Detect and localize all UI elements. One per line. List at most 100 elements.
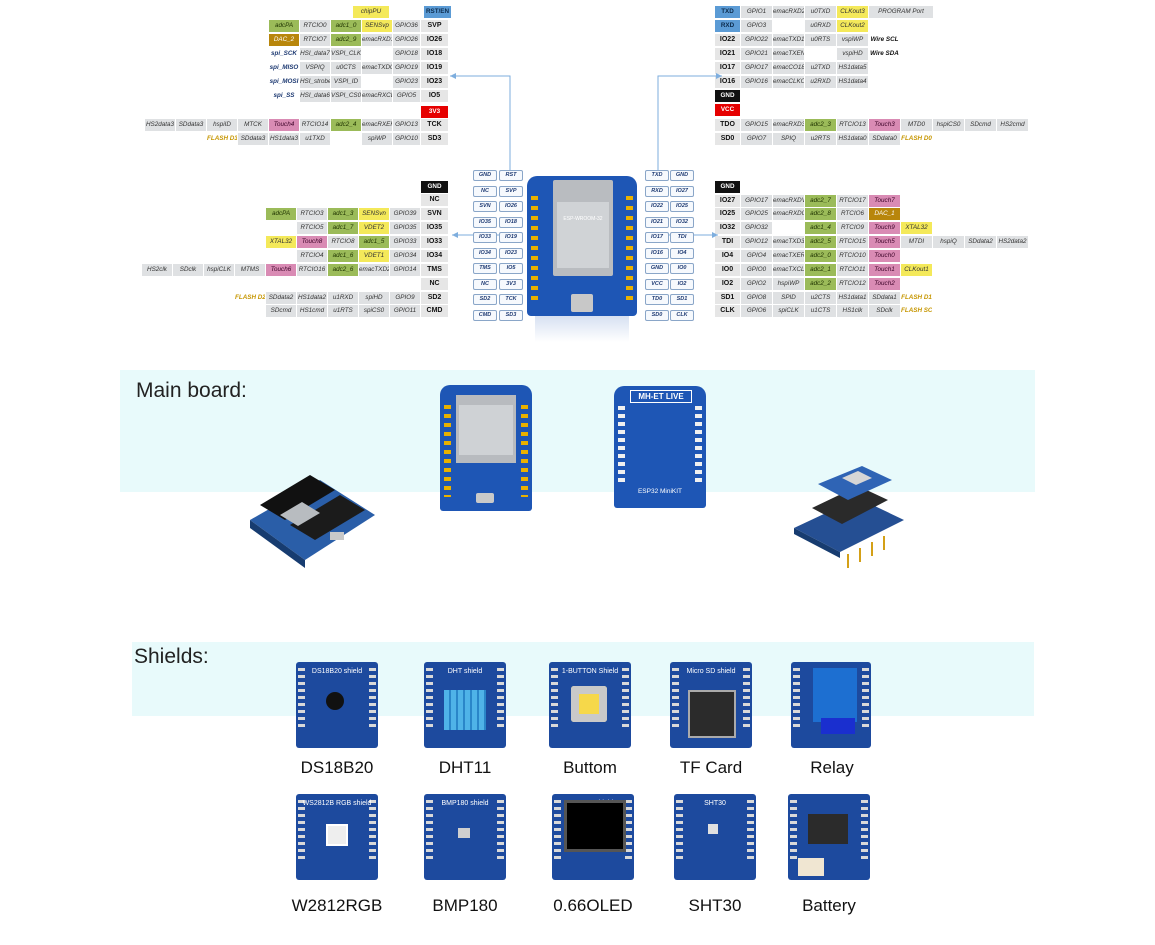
pin-func: u2TXD — [805, 62, 836, 74]
pin-func — [300, 106, 330, 118]
pin-row: NC — [421, 278, 449, 290]
board-pin: SD1 — [670, 294, 694, 305]
pin-func: HS1data0 — [837, 133, 868, 145]
shields-title: Shields: — [134, 645, 209, 668]
pin-func: RTCIO14 — [300, 119, 330, 131]
shield-label: Relay — [810, 758, 854, 777]
pin-func: RTCIO5 — [297, 222, 327, 234]
board-pin: NC — [473, 278, 497, 290]
shield-board: DHT shield — [424, 662, 506, 748]
board-pin: TD0 — [645, 294, 669, 305]
board-pin: IO32 — [670, 216, 694, 228]
pin-func: vspiWP — [837, 34, 868, 46]
pin-func: u2RXD — [805, 76, 836, 88]
pin-func: spi_SCK — [271, 50, 297, 57]
pin-func: RTCIO17 — [837, 195, 868, 207]
pin-func: adc1_5 — [359, 236, 389, 248]
pin-func: HS2data2 — [997, 236, 1028, 248]
pin-func: GPIO26 — [393, 34, 420, 46]
pin-func: adc1_4 — [805, 222, 836, 234]
pin-func: adc2_5 — [805, 236, 836, 248]
pin-func: HS1data5 — [837, 62, 868, 74]
pin-func: SDclk — [173, 264, 203, 276]
pin-func: GPIO36 — [393, 20, 420, 32]
board-pin: NC — [473, 185, 497, 197]
pin-func: SDdata2 — [965, 236, 996, 248]
board-photo-back: MH-ET LIVE ESP32 MiniKIT — [614, 386, 706, 508]
pin-func: hspiCLK — [204, 264, 234, 276]
pin-row: IO17GPIO17emacCO180u2TXDHS1data5 — [715, 62, 901, 74]
pin-func — [773, 222, 804, 234]
pin-label: NC — [421, 278, 448, 290]
pin-func: u2CTS — [805, 292, 836, 304]
shield-board — [791, 662, 871, 748]
minikit-label: ESP32 MiniKIT — [637, 488, 683, 495]
pin-func: RTCIO12 — [837, 278, 868, 290]
pin-func — [207, 90, 237, 102]
pin-label: IO2 — [715, 278, 740, 290]
pin-label: IO34 — [421, 250, 448, 262]
shield-component — [326, 824, 348, 846]
shield-component — [326, 692, 344, 710]
pin-label: IO35 — [421, 222, 448, 234]
pin-func: HS2cmd — [997, 119, 1028, 131]
pin-func: SPID — [773, 292, 804, 304]
pin-row: NC — [421, 194, 449, 206]
board-pin: IO26 — [499, 201, 523, 212]
shield-board: BMP180 shield — [424, 794, 506, 880]
pin-func: GPIO34 — [390, 250, 420, 262]
board-pin: IO34 — [473, 247, 497, 259]
pin-func: GPIO12 — [741, 236, 772, 248]
pin-func: RTCIO3 — [297, 208, 327, 220]
pin-func: hspiCS0 — [933, 119, 964, 131]
pin-func: RTCIO15 — [837, 236, 868, 248]
pin-func: adc2_9 — [331, 34, 361, 46]
shield-component — [688, 690, 736, 738]
pin-func: MTMS — [235, 264, 265, 276]
shield-label: DHT11 — [438, 758, 492, 777]
pin-row: GND — [421, 181, 449, 193]
pin-func: HS1data4 — [837, 76, 868, 88]
pin-func — [238, 20, 268, 32]
board-pin: RST — [499, 170, 523, 181]
pin-func: emacTXD2 — [359, 264, 389, 276]
board-pin: SD3 — [499, 309, 523, 321]
pin-func: GPIO5 — [393, 90, 420, 102]
pin-func: Wire SCL — [870, 36, 899, 43]
pin-func: VDET2 — [359, 222, 389, 234]
board-photo-stacked — [794, 466, 904, 568]
shield-board: OLED Shield — [552, 794, 634, 880]
pin-func: HS1cmd — [297, 305, 327, 317]
pin-func: GPIO3 — [741, 20, 772, 32]
pin-func: GPIO0 — [741, 264, 772, 276]
pin-func — [238, 48, 268, 60]
pin-func: XTAL32 — [901, 222, 932, 234]
pin-label: IO22 — [715, 34, 740, 46]
pin-label: IO5 — [421, 90, 448, 102]
pin-func — [238, 90, 268, 102]
pin-func: hspiWP — [773, 278, 804, 290]
pin-func: RTCIO9 — [837, 222, 868, 234]
pin-func — [207, 76, 237, 88]
board-pin: TMS — [473, 263, 497, 274]
pin-func: CLKout3 — [837, 6, 868, 18]
pin-func: adc1_6 — [328, 250, 358, 262]
pin-func: adcPA — [269, 20, 299, 32]
pin-label: IO33 — [421, 236, 448, 248]
board-pin: TDI — [670, 232, 694, 243]
pin-func: FLASH D1 — [901, 294, 932, 301]
board-pin: IO21 — [645, 216, 669, 228]
pin-func: CLKout1 — [901, 264, 932, 276]
pin-func: HSI_strobe — [300, 76, 330, 88]
shield-label: 0.66OLED — [553, 896, 633, 915]
pin-func: SDcmd — [266, 305, 296, 317]
pin-row: 3V3 — [207, 106, 449, 118]
pin-label: TDO — [715, 119, 740, 131]
pin-func — [362, 76, 392, 88]
pin-func: GPIO8 — [741, 292, 772, 304]
